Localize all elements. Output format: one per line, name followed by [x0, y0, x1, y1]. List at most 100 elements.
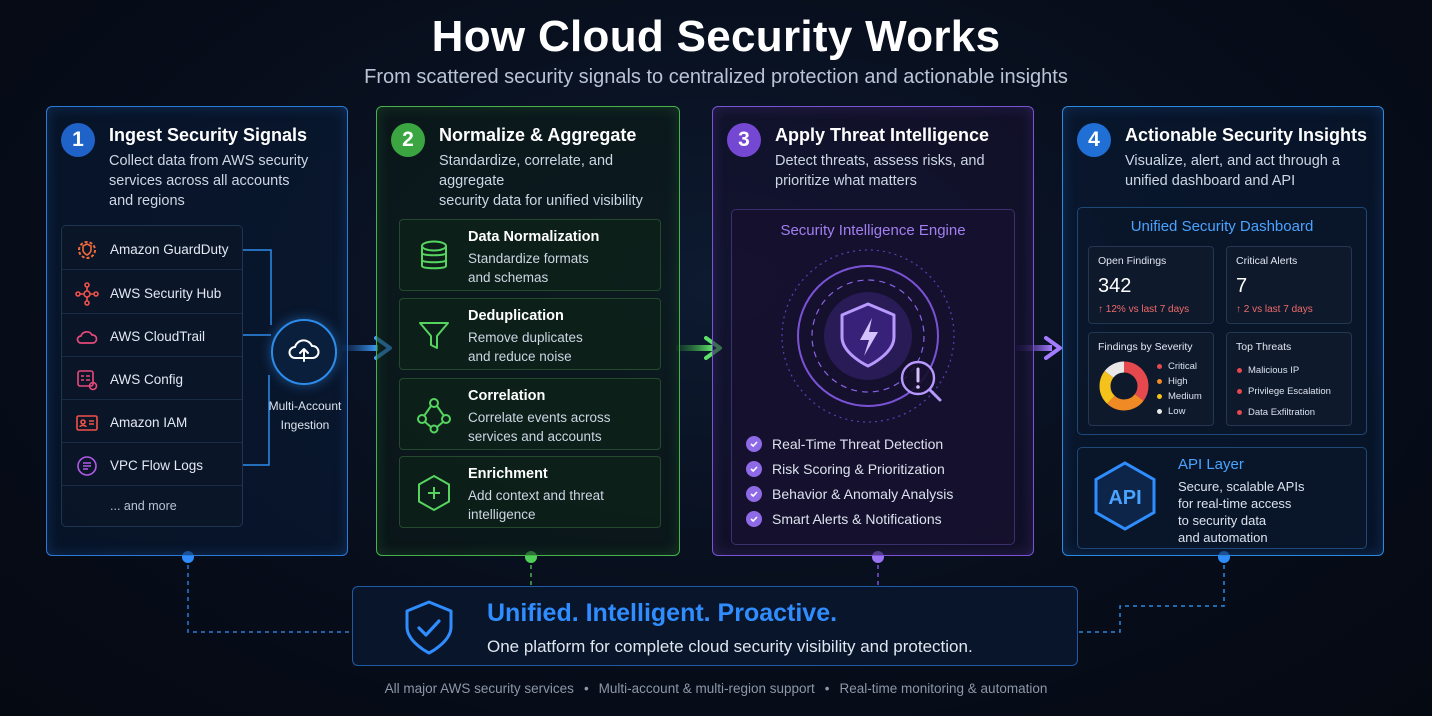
service-list: Amazon GuardDuty AWS Security Hub AWS Cl…	[61, 225, 243, 527]
step-description: Collect data from AWS security services …	[109, 153, 309, 209]
step-description: Visualize, alert, and act through a unif…	[1125, 153, 1340, 189]
page-title: How Cloud Security Works	[431, 12, 1001, 61]
service-label: Amazon GuardDuty	[110, 242, 229, 257]
check-label: Real-Time Threat Detection	[772, 436, 944, 452]
service-item-vpc-flow-logs: VPC Flow Logs	[62, 446, 242, 486]
check-icon	[746, 511, 762, 527]
severity-tile: Findings by Severity Critical High Mediu…	[1088, 332, 1214, 426]
legend-dot	[1157, 409, 1162, 414]
service-item-config: AWS Config	[62, 360, 242, 400]
footer-separator: •	[583, 681, 589, 696]
card-description: Add context and threat intelligence	[468, 488, 604, 522]
api-icon-text: API	[1108, 487, 1141, 509]
service-item-cloudtrail: AWS CloudTrail	[62, 317, 242, 357]
tile-value: 7	[1236, 275, 1248, 297]
service-item-security-hub: AWS Security Hub	[62, 274, 242, 314]
threat-label: Malicious IP	[1248, 365, 1300, 376]
hexagon-plus-icon	[414, 473, 454, 513]
service-item-guardduty: Amazon GuardDuty	[62, 230, 242, 270]
tile-label: Open Findings	[1098, 255, 1167, 267]
ingestion-label: Multi-Account Ingestion	[268, 399, 342, 432]
banner-subtitle: One platform for complete cloud security…	[487, 637, 973, 656]
ingest-connector-lines	[243, 249, 272, 466]
footer-separator: •	[824, 681, 830, 696]
step-number: 4	[1077, 123, 1111, 157]
cloud-upload-icon	[286, 334, 322, 371]
guardduty-icon	[74, 237, 100, 263]
dashboard-title: Unified Security Dashboard	[1130, 218, 1314, 235]
card-title: Enrichment	[468, 466, 548, 482]
normalize-card-deduplication: Deduplication Remove duplicates and redu…	[399, 298, 661, 370]
service-label: AWS Security Hub	[110, 286, 222, 301]
check-label: Risk Scoring & Prioritization	[772, 461, 945, 477]
tile-label: Critical Alerts	[1236, 255, 1298, 267]
summary-banner: Unified. Intelligent. Proactive. One pla…	[352, 586, 1078, 666]
threat-item: Malicious IP	[1237, 365, 1299, 376]
legend-label: Medium	[1168, 391, 1202, 402]
tile-value: 342	[1098, 275, 1132, 297]
check-icon	[746, 461, 762, 477]
legend-low: Low	[1157, 406, 1185, 417]
service-label: AWS Config	[110, 372, 184, 387]
config-icon	[74, 367, 100, 393]
vpc-flow-logs-icon	[74, 453, 100, 479]
legend-label: Critical	[1168, 361, 1198, 372]
step-description: Standardize, correlate, and aggregate se…	[439, 153, 643, 209]
shield-check-icon	[405, 600, 453, 655]
database-icon	[414, 236, 454, 276]
top-threats-tile: Top Threats Malicious IP Privilege Escal…	[1226, 332, 1352, 426]
legend-critical: Critical	[1157, 361, 1197, 372]
footer-item: Real-time monitoring & automation	[839, 681, 1048, 696]
card-title: Correlation	[468, 388, 546, 404]
threat-label: Privilege Escalation	[1248, 386, 1331, 397]
legend-label: Low	[1168, 406, 1186, 417]
normalize-card-correlation: Correlation Correlate events across serv…	[399, 378, 661, 450]
api-description: Secure, scalable APIs for real-time acce…	[1178, 479, 1305, 545]
step-ingest-panel: 1 Ingest Security Signals Collect data f…	[46, 106, 348, 556]
service-label: Amazon IAM	[110, 415, 188, 430]
legend-dot	[1157, 379, 1162, 384]
legend-dot	[1157, 364, 1162, 369]
api-title: API Layer	[1178, 456, 1244, 473]
threat-label: Data Exfiltration	[1248, 407, 1316, 418]
step-title: Actionable Security Insights	[1125, 125, 1368, 145]
threat-dot	[1237, 410, 1242, 415]
legend-high: High	[1157, 376, 1188, 387]
check-item: Behavior & Anomaly Analysis	[746, 484, 953, 504]
step-title: Apply Threat Intelligence	[775, 125, 990, 145]
step-threat-intel-panel: 3 Apply Threat Intelligence Detect threa…	[712, 106, 1034, 556]
normalize-card-enrichment: Enrichment Add context and threat intell…	[399, 456, 661, 528]
card-description: Standardize formats and schemas	[468, 251, 589, 285]
more-services-label: ... and more	[110, 499, 177, 513]
tile-trend: ↑ 12% vs last 7 days	[1098, 304, 1190, 315]
check-label: Behavior & Anomaly Analysis	[772, 486, 954, 502]
check-item: Smart Alerts & Notifications	[746, 509, 942, 529]
threat-item: Privilege Escalation	[1237, 386, 1331, 397]
threat-dot	[1237, 389, 1242, 394]
severity-donut	[1099, 361, 1149, 411]
ingestion-hub	[271, 319, 337, 385]
legend-label: High	[1168, 376, 1188, 387]
unified-dashboard: Unified Security Dashboard Open Findings…	[1077, 207, 1367, 435]
step-number: 3	[727, 123, 761, 157]
api-hexagon-icon: API	[1094, 461, 1156, 531]
cloudtrail-icon	[74, 324, 100, 350]
step-description: Detect threats, assess risks, and priori…	[775, 153, 985, 189]
step-insights-panel: 4 Actionable Security Insights Visualize…	[1062, 106, 1384, 556]
threat-item: Data Exfiltration	[1237, 407, 1315, 418]
step-number: 1	[61, 123, 95, 157]
engine-title: Security Intelligence Engine	[780, 222, 966, 239]
iam-icon	[74, 410, 100, 436]
critical-alerts-tile: Critical Alerts 7 ↑ 2 vs last 7 days	[1226, 246, 1352, 324]
footer-item: Multi-account & multi-region support	[598, 681, 815, 696]
legend-dot	[1157, 394, 1162, 399]
service-label: VPC Flow Logs	[110, 458, 204, 473]
step-normalize-panel: 2 Normalize & Aggregate Standardize, cor…	[376, 106, 680, 556]
legend-medium: Medium	[1157, 391, 1202, 402]
check-icon	[746, 436, 762, 452]
step-number: 2	[391, 123, 425, 157]
card-title: Deduplication	[468, 308, 564, 324]
tile-label: Findings by Severity	[1098, 341, 1193, 353]
banner-title: Unified. Intelligent. Proactive.	[487, 599, 838, 627]
service-label: AWS CloudTrail	[110, 329, 206, 344]
